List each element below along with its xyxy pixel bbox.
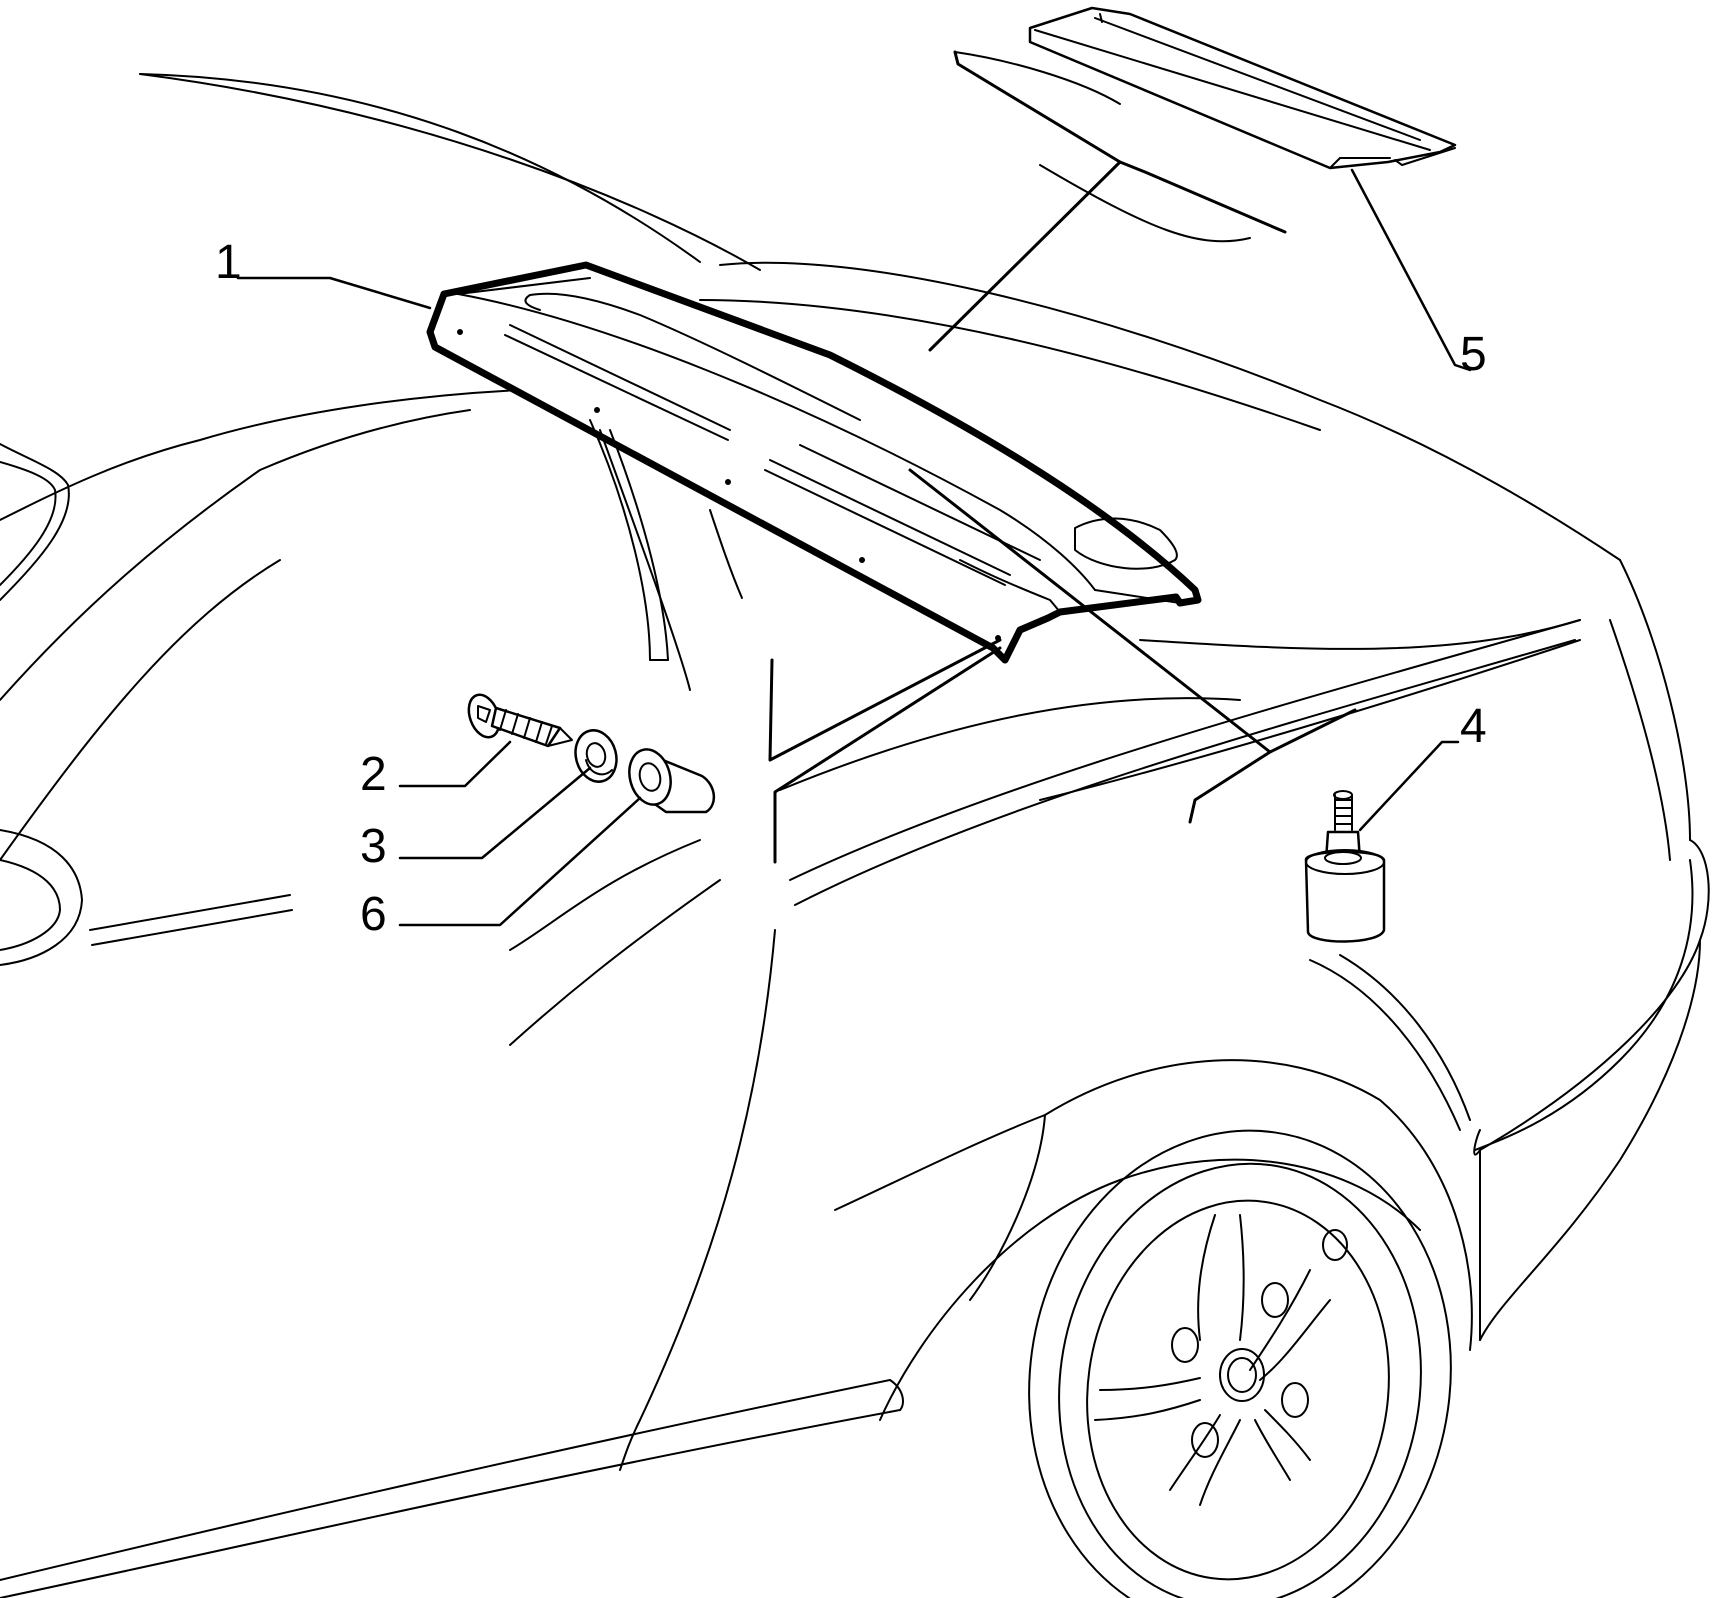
callout-2-label: 2 [360,748,387,801]
part-3-washer [574,729,618,783]
callout-3-leader [398,766,592,860]
callout-6-label: 6 [360,888,387,941]
assembly-guide-lines [768,50,1357,864]
callout-3-label: 3 [360,820,387,873]
callout-4-leader [1358,740,1460,832]
callout-6-leader [398,796,642,927]
part-4-stud-mount [1304,790,1386,943]
callout-2-leader [398,740,512,788]
part-1-rear-spoiler [426,261,1202,664]
part-6-bushing [628,748,715,814]
callout-1-label: 1 [215,236,242,289]
callout-5-leader [1350,168,1472,372]
callout-4-label: 4 [1460,700,1487,753]
part-2-screw [467,693,573,748]
car-body-outline [0,51,1710,1598]
callout-1-leader [236,276,432,310]
part-5-high-mount-lamp [1028,6,1457,170]
callout-5-label: 5 [1460,328,1487,381]
rear-wheel [1028,1129,1452,1598]
callouts: 1 5 4 2 3 6 [215,168,1487,941]
